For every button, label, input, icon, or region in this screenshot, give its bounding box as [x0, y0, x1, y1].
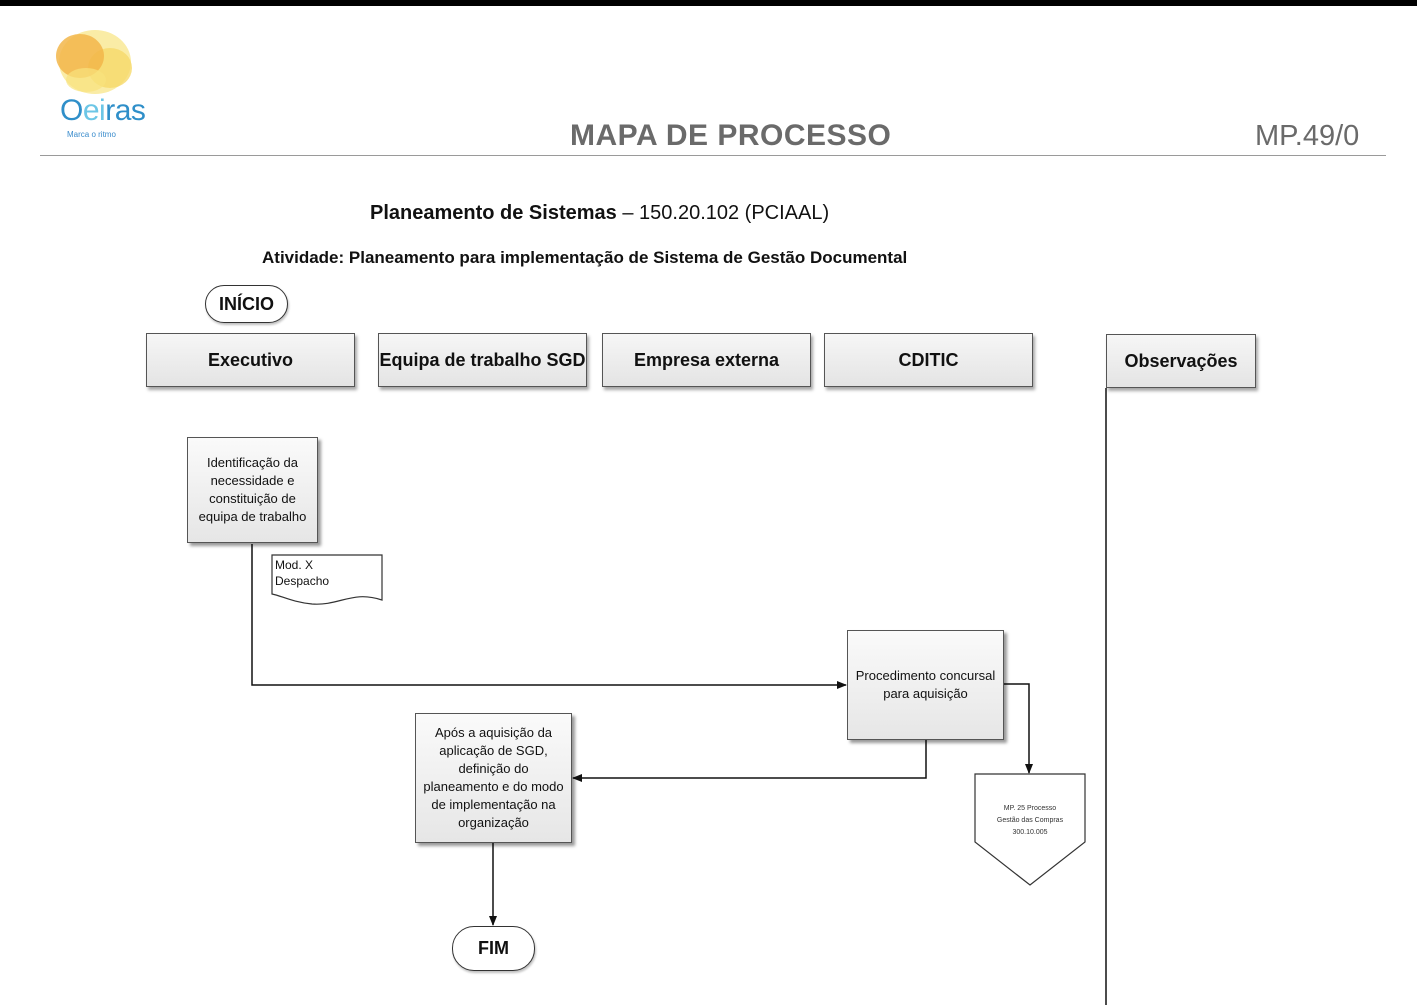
offpage-connector-shape [974, 773, 1086, 886]
lane-header-empresa-externa: Empresa externa [602, 333, 811, 387]
logo-wordmark: Oeiras [60, 94, 146, 127]
flow-connectors [251, 388, 1107, 1005]
logo-sun-icon [56, 30, 132, 94]
arrow-procurement-to-offpage [1004, 683, 1033, 774]
offpage-reference: MP. 25 Processo Gestão das Compras 300.1… [978, 803, 1082, 839]
step-identificacao-necessidade: Identificação da necessidade e constitui… [187, 437, 318, 543]
offpage-line-1: MP. 25 Processo [1003, 805, 1057, 812]
step-planeamento-implementacao: Após a aquisição da aplicação de SGD, de… [415, 713, 572, 843]
page-title: MAPA DE PROCESSO [570, 119, 892, 152]
process-code: – 150.20.102 (PCIAAL) [616, 202, 830, 224]
lane-header-observacoes: Observações [1106, 334, 1256, 388]
arrow-procurement-to-planning [572, 740, 927, 782]
document-line-2: Despacho [275, 574, 330, 588]
lane-header-executivo: Executivo [146, 333, 355, 387]
process-subtitle: Planeamento de Sistemas – 150.20.102 (PC… [370, 202, 829, 225]
lane-header-equipa-sgd: Equipa de trabalho SGD [378, 333, 587, 387]
document-shape [271, 554, 383, 605]
start-terminal: INÍCIO [205, 285, 288, 323]
logo-tagline: Marca o ritmo [67, 130, 116, 139]
document-code: MP.49/0 [1255, 120, 1360, 152]
lane-header-cditic: CDITIC [824, 333, 1033, 387]
end-terminal: FIM [452, 926, 535, 971]
arrow-identify-to-procurement [251, 544, 847, 689]
process-name: Planeamento de Sistemas [370, 202, 617, 224]
document-label: Mod. X Despacho [275, 557, 329, 589]
oeiras-logo: Oeiras Marca o ritmo [40, 20, 160, 150]
offpage-line-2: Gestão das Compras [996, 817, 1064, 824]
offpage-line-3: 300.10.005 [1012, 829, 1048, 836]
document-line-1: Mod. X [275, 558, 314, 572]
header-divider [40, 155, 1386, 156]
step-procedimento-concursal: Procedimento concursal para aquisição [847, 630, 1004, 740]
process-map-page: Oeiras Marca o ritmo MAPA DE PROCESSO MP… [0, 6, 1417, 1005]
activity-title: Atividade: Planeamento para implementaçã… [262, 248, 908, 267]
